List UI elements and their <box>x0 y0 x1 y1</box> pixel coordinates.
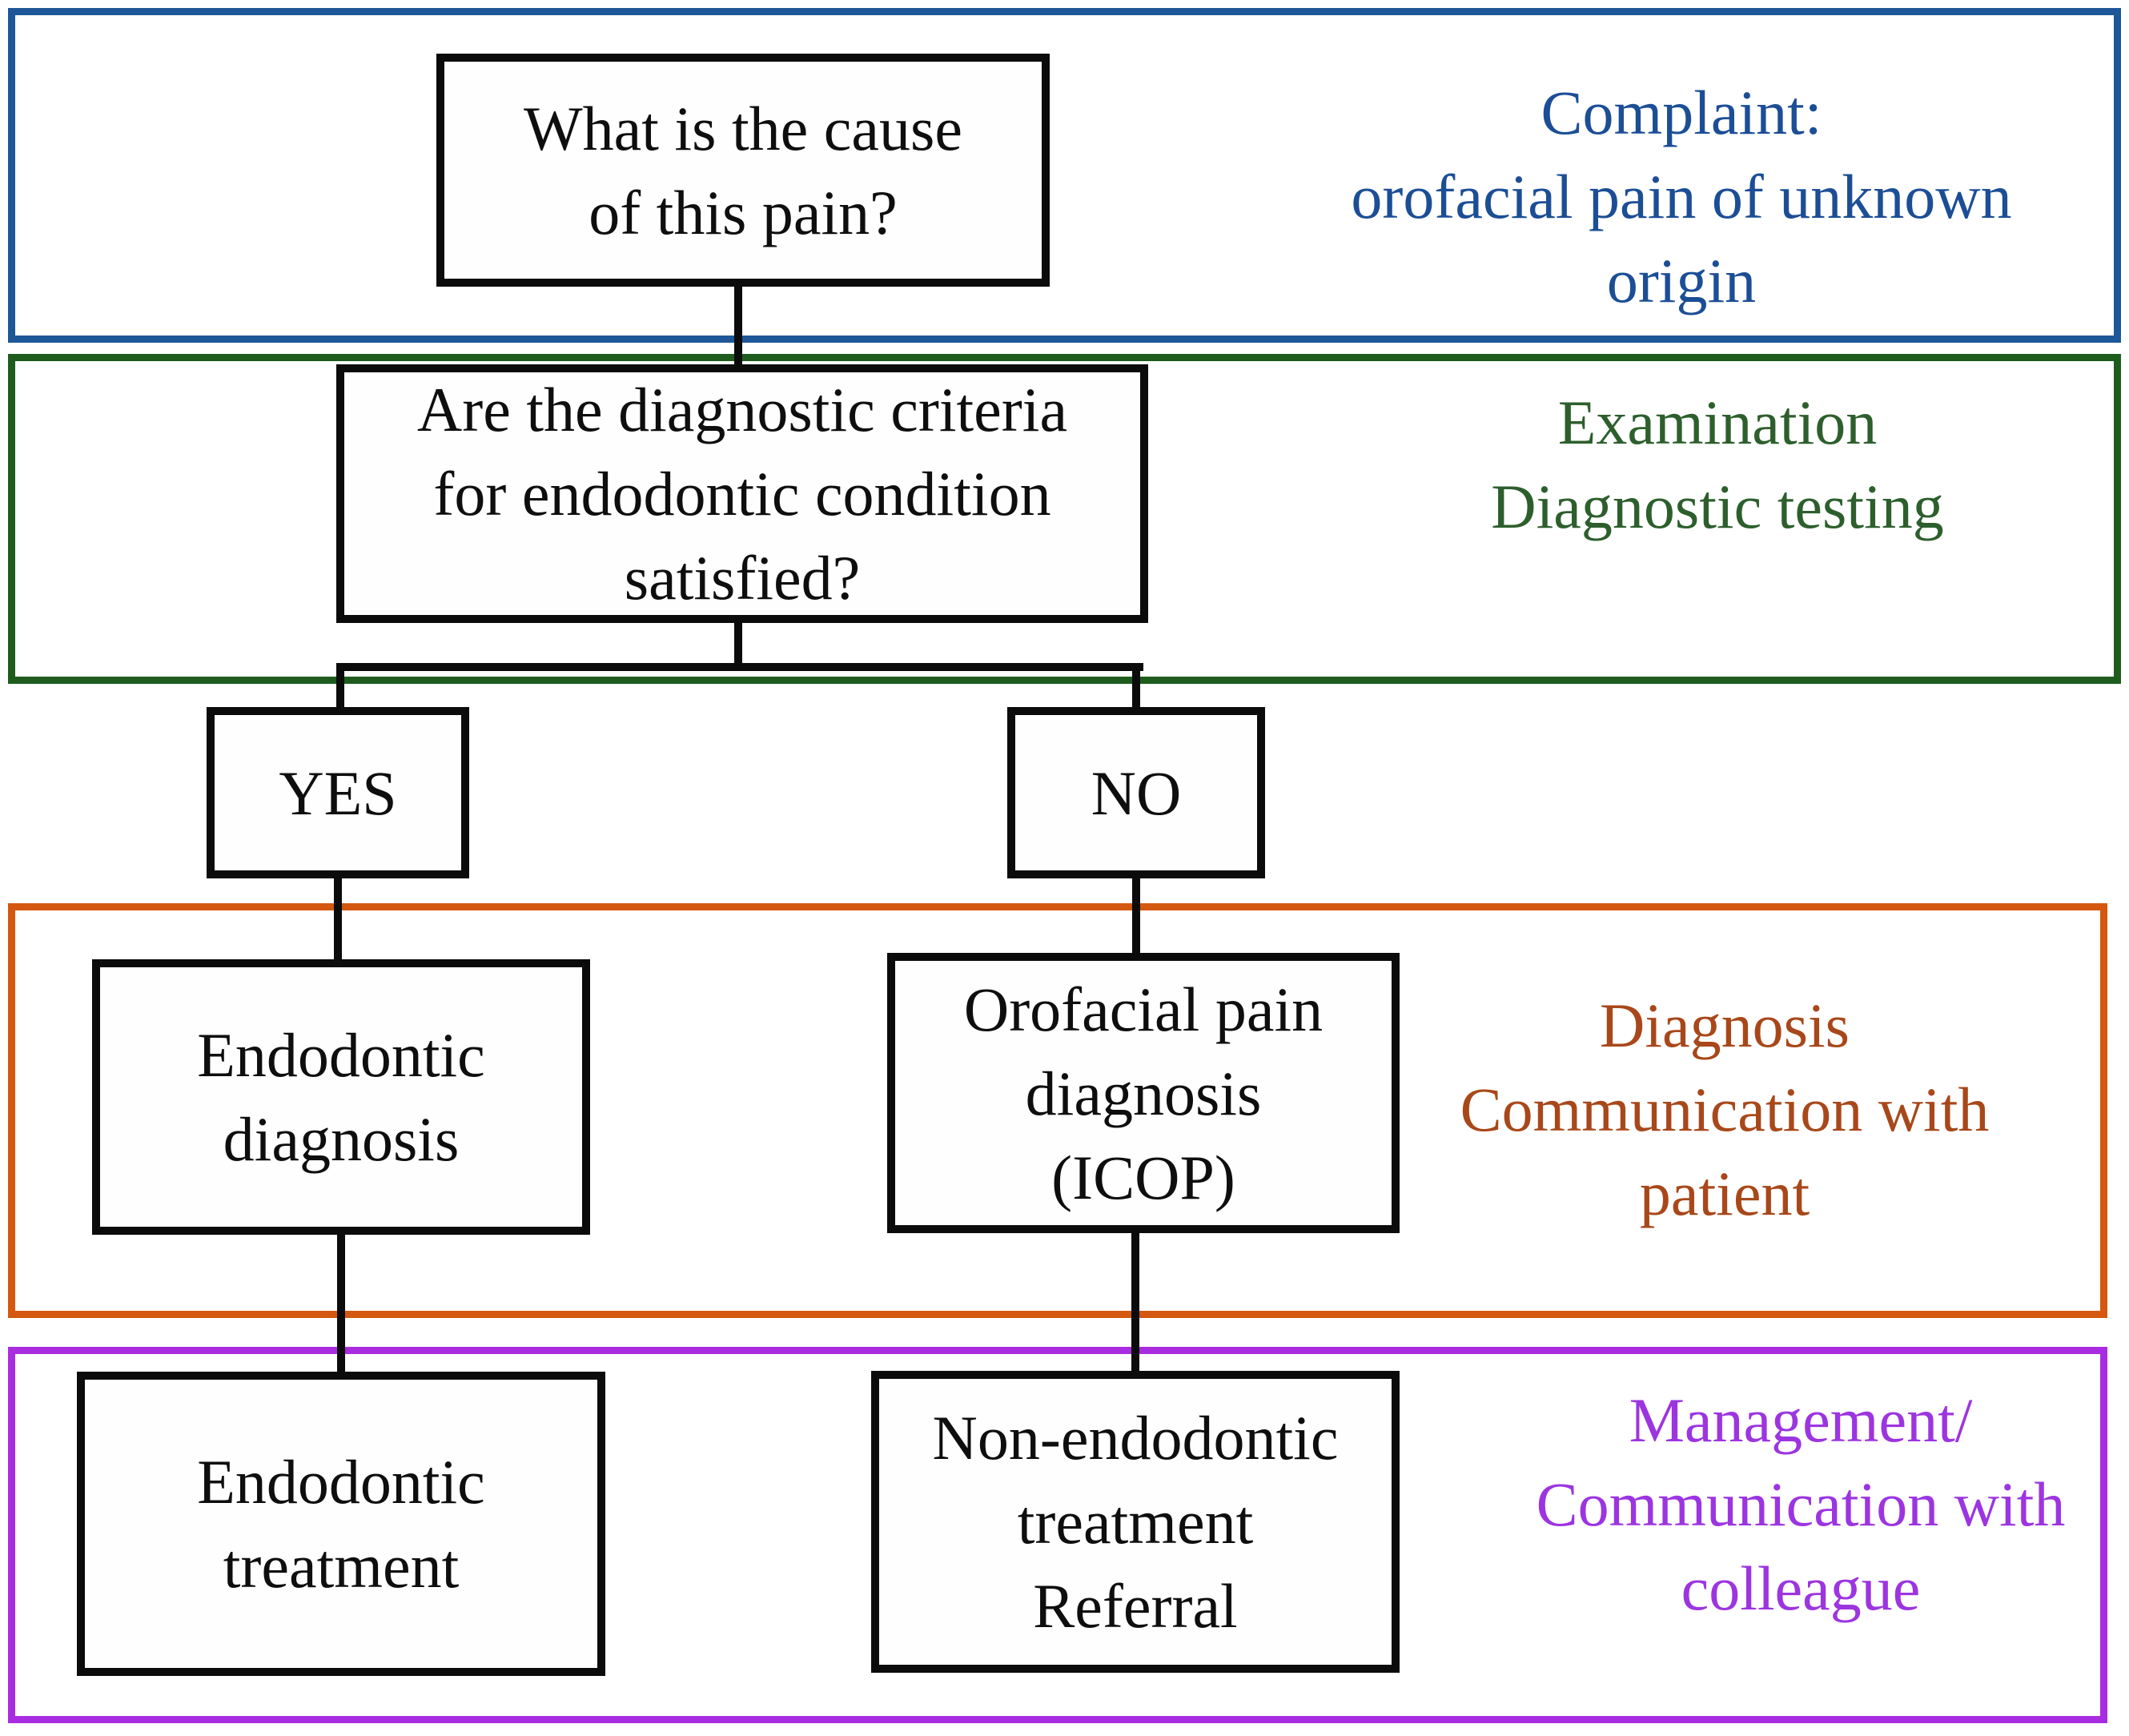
node-text-line: Non-endodontic <box>932 1403 1339 1473</box>
node-text-line: YES <box>279 757 397 828</box>
node-text-line: Endodontic <box>197 1447 485 1517</box>
phase-label-line: Communication with <box>1536 1469 2066 1539</box>
phase-label-line: Diagnostic testing <box>1491 472 1944 541</box>
no-branch-box: NO <box>1007 707 1265 878</box>
connector-q1-to-q2 <box>734 287 742 367</box>
phase-label-line: Complaint: <box>1541 78 1822 147</box>
node-text-line: Referral <box>1033 1571 1238 1641</box>
phase-label-line: Diagnosis <box>1600 991 1850 1060</box>
endodontic-diagnosis-box: Endodontic diagnosis <box>92 959 590 1235</box>
orofacial-pain-diagnosis-box: Orofacial pain diagnosis (ICOP) <box>887 953 1400 1233</box>
question-diagnostic-criteria-box: Are the diagnostic criteria for endodont… <box>336 364 1148 623</box>
management-phase-band <box>8 1347 2107 1723</box>
node-text-line: What is the cause <box>524 93 962 163</box>
node-text-line: Endodontic <box>197 1020 485 1090</box>
phase-label-line: colleague <box>1681 1553 1921 1623</box>
node-text-line: of this pain? <box>588 177 898 247</box>
question-cause-of-pain-box: What is the cause of this pain? <box>436 54 1050 287</box>
node-text-line: satisfied? <box>624 543 861 613</box>
connector-branch-to-yes <box>336 663 344 709</box>
phase-label-line: patient <box>1639 1159 1810 1228</box>
non-endodontic-treatment-referral-box: Non-endodontic treatment Referral <box>871 1371 1400 1673</box>
connector-branch-horizontal <box>336 663 1143 671</box>
connector-no-to-orofacial-diagnosis <box>1132 878 1140 955</box>
phase-label-line: orofacial pain of unknown <box>1351 162 2012 231</box>
examination-phase-label: Examination Diagnostic testing <box>1349 380 2086 549</box>
node-text-line: Orofacial pain <box>963 974 1324 1044</box>
node-text-line: for endodontic condition <box>433 459 1051 528</box>
node-text-line: treatment <box>223 1531 460 1601</box>
node-text-line: NO <box>1091 757 1182 828</box>
phase-label-line: Examination <box>1557 388 1878 457</box>
phase-label-line: origin <box>1606 246 1757 315</box>
diagnosis-phase-band <box>8 903 2107 1318</box>
examination-phase-band <box>8 354 2121 684</box>
connector-diagnosis-to-referral-right <box>1131 1232 1139 1373</box>
node-text-line: diagnosis <box>1025 1058 1262 1128</box>
complaint-phase-label: Complaint: orofacial pain of unknown ori… <box>1313 70 2050 323</box>
node-text-line: Are the diagnostic criteria <box>416 375 1068 444</box>
endodontic-treatment-box: Endodontic treatment <box>77 1372 605 1676</box>
complaint-phase-band <box>8 8 2121 343</box>
connector-q2-stem <box>734 623 742 671</box>
node-text-line: treatment <box>1017 1487 1254 1557</box>
diagnosis-phase-label: Diagnosis Communication with patient <box>1404 983 2045 1236</box>
phase-label-line: Communication with <box>1460 1075 1990 1144</box>
yes-branch-box: YES <box>207 707 469 878</box>
connector-branch-to-no <box>1132 663 1140 709</box>
phase-label-line: Management/ <box>1629 1385 1973 1455</box>
management-phase-label: Management/ Communication with colleague <box>1488 1378 2113 1630</box>
connector-yes-to-endodontic-diagnosis <box>334 878 342 962</box>
connector-diagnosis-to-treatment-left <box>337 1233 345 1374</box>
node-text-line: (ICOP) <box>1051 1142 1235 1212</box>
node-text-line: diagnosis <box>223 1104 460 1174</box>
